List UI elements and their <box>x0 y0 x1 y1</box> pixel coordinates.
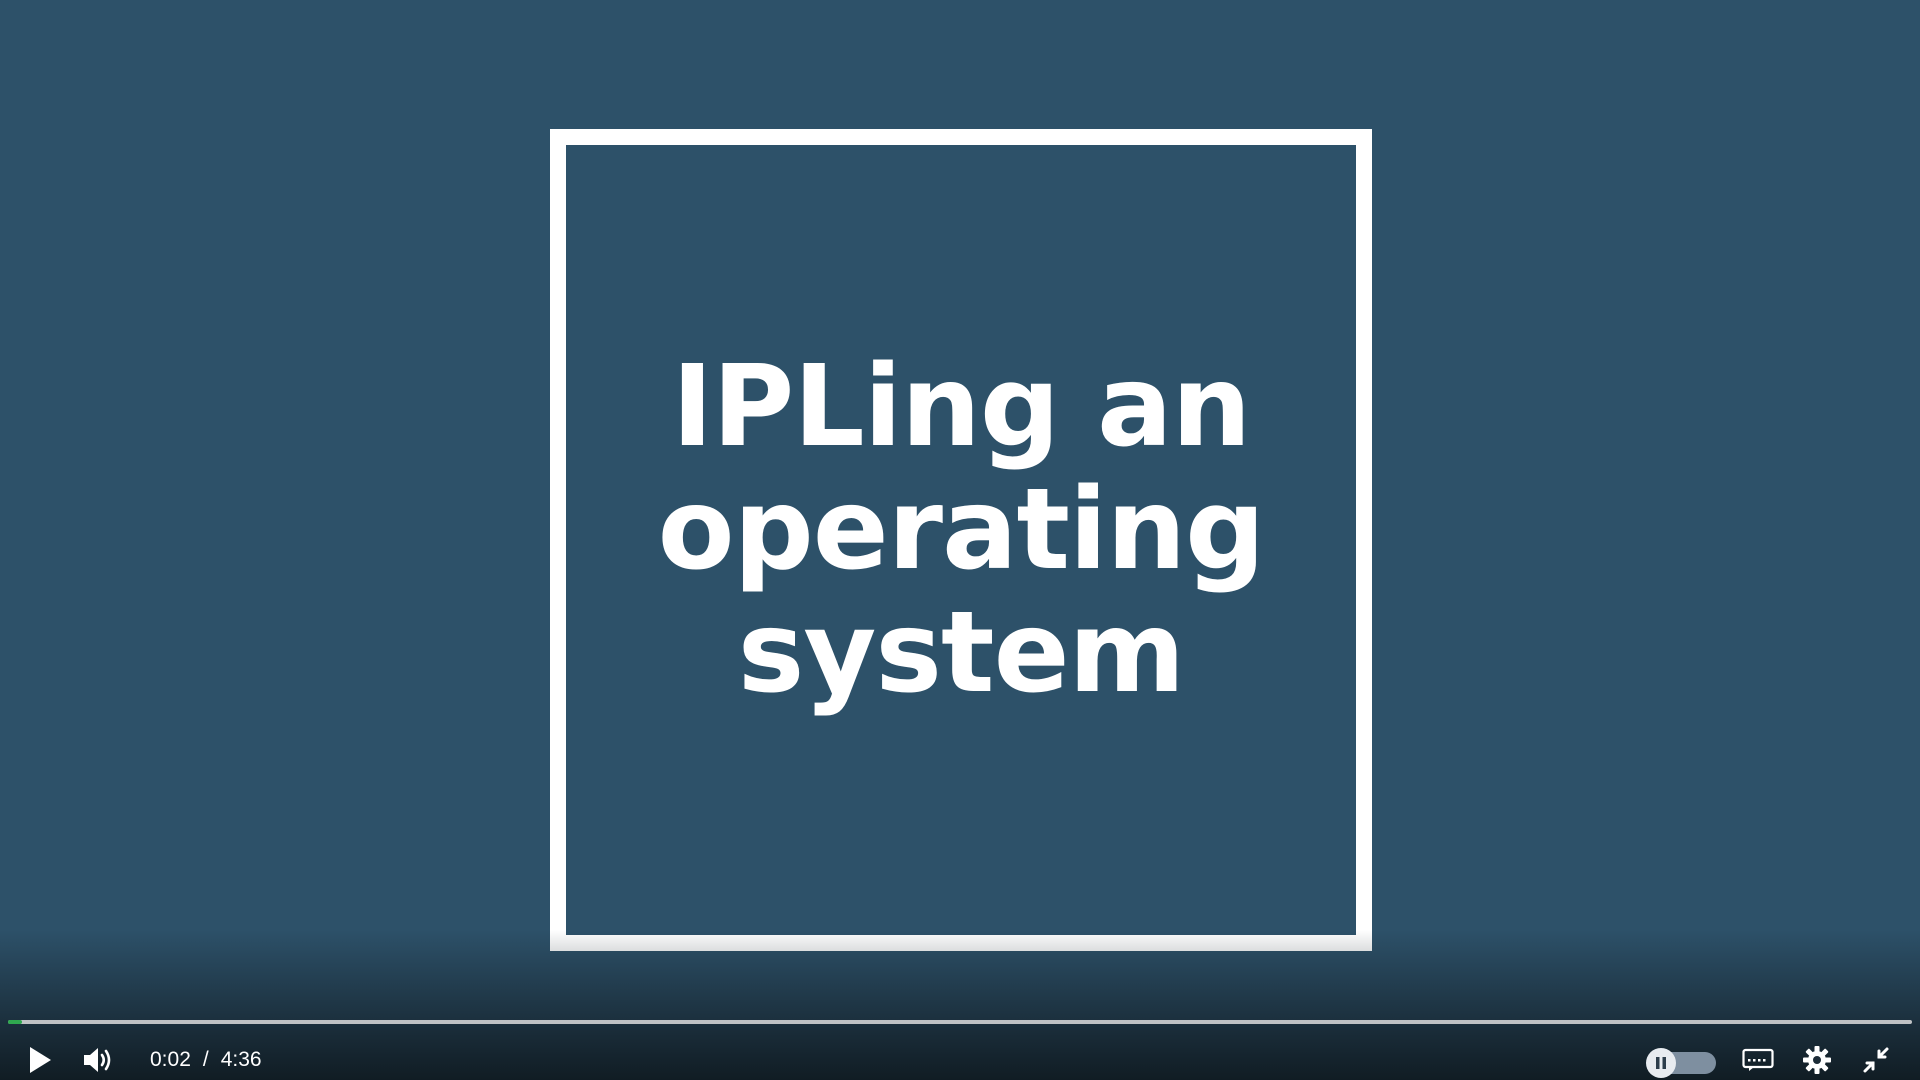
exit-fullscreen-button[interactable] <box>1856 1040 1896 1080</box>
video-title-line-2: operating <box>657 464 1266 595</box>
title-frame: IPLing an operating system <box>550 129 1372 951</box>
video-title-line-3: system <box>737 587 1186 718</box>
time-separator: / <box>202 1048 209 1071</box>
captions-button[interactable] <box>1738 1040 1778 1080</box>
autoplay-knob <box>1646 1048 1676 1078</box>
exit-fullscreen-icon <box>1863 1047 1889 1073</box>
time-display: 0:02 / 4:36 <box>150 1048 262 1072</box>
volume-icon <box>84 1048 111 1072</box>
progress-bar[interactable] <box>8 1020 1912 1024</box>
volume-button[interactable] <box>78 1040 118 1080</box>
play-icon <box>30 1047 51 1073</box>
video-title: IPLing an operating system <box>657 341 1266 718</box>
play-button[interactable] <box>20 1040 60 1080</box>
current-time: 0:02 <box>150 1048 191 1071</box>
gear-icon <box>1803 1046 1831 1074</box>
duration: 4:36 <box>220 1048 262 1071</box>
pause-icon <box>1656 1057 1666 1069</box>
progress-fill <box>8 1020 22 1024</box>
video-title-line-1: IPLing an <box>671 341 1252 472</box>
player-controls: 0:02 / 4:36 <box>0 1012 1920 1080</box>
autoplay-toggle[interactable] <box>1646 1048 1716 1078</box>
settings-button[interactable] <box>1797 1040 1837 1080</box>
captions-icon <box>1742 1048 1774 1071</box>
